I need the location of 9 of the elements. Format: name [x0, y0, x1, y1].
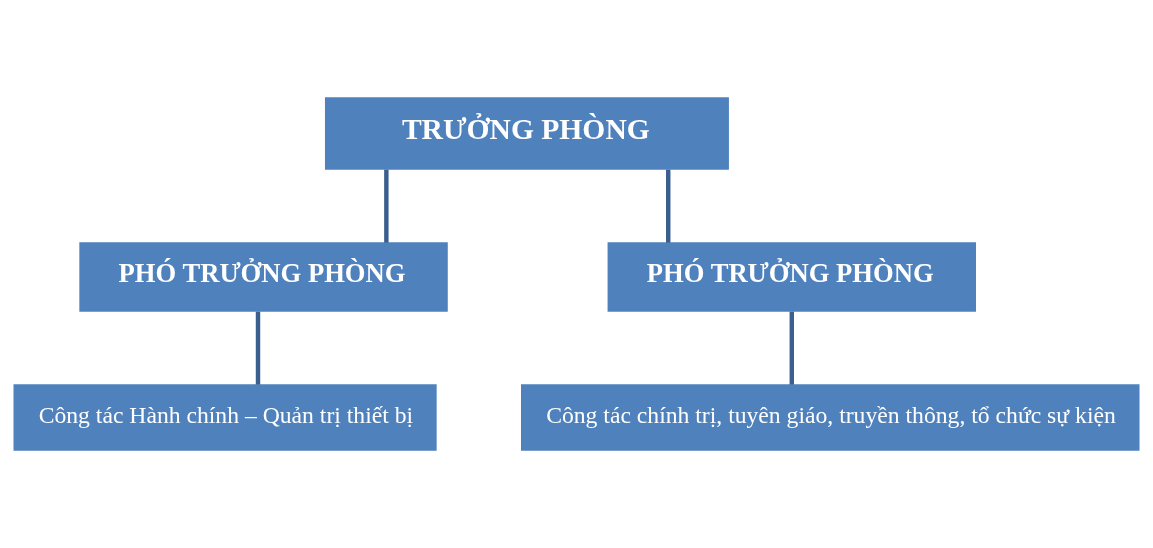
connector: [789, 311, 794, 385]
connector: [384, 169, 389, 243]
node-box: PHÓ TRƯỞNG PHÒNG: [607, 242, 976, 312]
node-box: Công tác chính trị, tuyên giáo, truyền thông, tổ chức sự kiện: [521, 384, 1140, 451]
node-box: TRƯỞNG PHÒNG: [324, 97, 729, 170]
node-box: PHÓ TRƯỞNG PHÒNG: [79, 242, 448, 312]
node-box: Công tác Hành chính – Quản trị thiết bị: [13, 384, 437, 451]
connector: [255, 311, 261, 385]
connector: [666, 169, 671, 243]
